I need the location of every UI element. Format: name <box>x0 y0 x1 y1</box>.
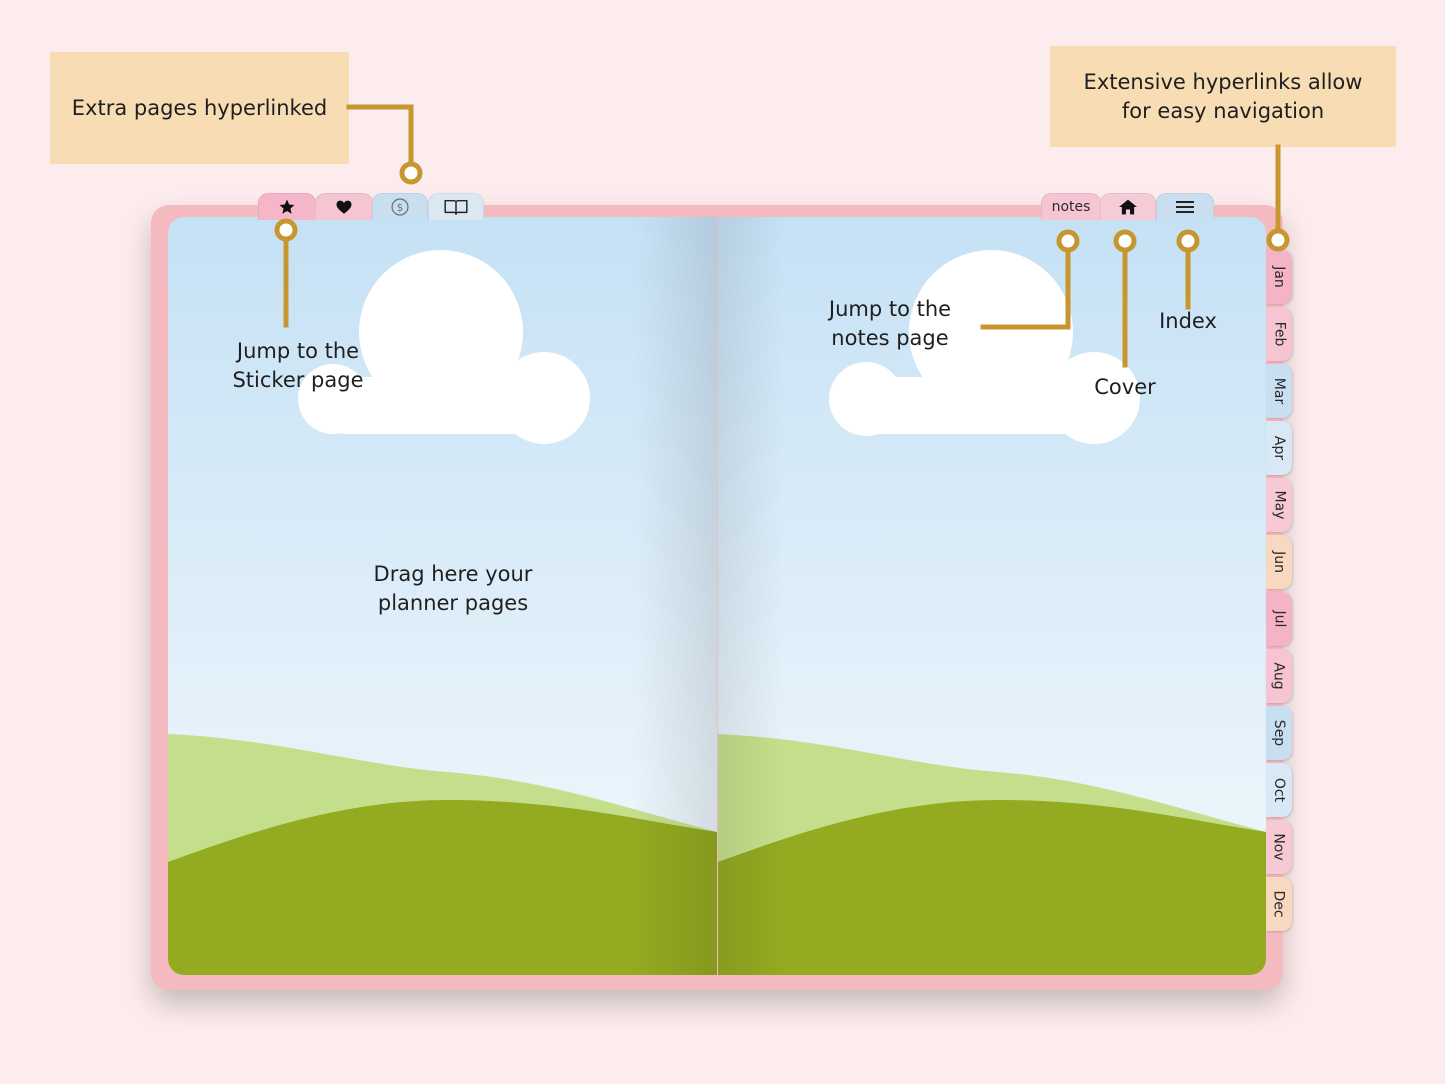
tab-notes-label: notes <box>1051 199 1091 215</box>
label-drag: Drag here your planner pages <box>343 560 563 618</box>
month-tab-feb[interactable]: Feb <box>1266 307 1292 361</box>
callout-extra-pages: Extra pages hyperlinked <box>50 52 349 164</box>
tab-journal[interactable] <box>428 193 484 220</box>
tab-favorites[interactable] <box>315 193 373 220</box>
tab-notes[interactable]: notes <box>1041 193 1101 220</box>
home-icon <box>1119 199 1137 215</box>
callout-navigation-line2: for easy navigation <box>1121 98 1325 123</box>
left-page[interactable] <box>168 217 717 975</box>
tab-home[interactable] <box>1100 193 1156 220</box>
label-cover-text: Cover <box>1094 375 1156 399</box>
month-tab-label: Jul <box>1271 610 1287 628</box>
label-sticker-line1: Jump to the <box>236 339 360 363</box>
month-tab-mar[interactable]: Mar <box>1266 364 1292 418</box>
month-tab-label: May <box>1271 490 1288 520</box>
label-index: Index <box>1138 307 1238 336</box>
right-page[interactable] <box>718 217 1266 975</box>
label-drag-line1: Drag here your <box>373 562 533 586</box>
book-icon <box>444 199 468 215</box>
month-tab-jan[interactable]: Jan <box>1266 250 1292 304</box>
label-notes-line2: notes page <box>831 326 949 350</box>
month-tab-dec[interactable]: Dec <box>1266 877 1292 931</box>
callout-navigation-line1: Extensive hyperlinks allow <box>1083 69 1363 94</box>
month-tab-sep[interactable]: Sep <box>1266 706 1292 760</box>
month-tab-label: Nov <box>1271 833 1288 861</box>
month-tab-jul[interactable]: Jul <box>1266 592 1292 646</box>
month-tab-label: Dec <box>1271 890 1287 918</box>
month-tab-nov[interactable]: Nov <box>1266 820 1292 874</box>
month-tab-label: Oct <box>1271 777 1287 803</box>
month-tab-label: Apr <box>1270 435 1287 461</box>
coin-icon: $ <box>391 198 409 216</box>
month-tab-apr[interactable]: Apr <box>1266 421 1292 475</box>
month-tab-label: Jun <box>1271 551 1287 573</box>
callout-navigation: Extensive hyperlinks allow for easy navi… <box>1050 46 1396 147</box>
label-notes-line1: Jump to the <box>828 297 952 321</box>
month-tab-oct[interactable]: Oct <box>1266 763 1292 817</box>
month-tab-label: Aug <box>1271 662 1287 690</box>
label-cover: Cover <box>1075 373 1175 402</box>
label-index-text: Index <box>1159 309 1217 333</box>
month-tab-label: Feb <box>1270 321 1287 347</box>
month-tab-label: Sep <box>1271 719 1288 747</box>
tab-index[interactable] <box>1156 193 1214 220</box>
label-notes: Jump to the notes page <box>800 295 980 353</box>
month-tab-label: Jan <box>1271 266 1287 288</box>
left-page-art <box>168 217 717 975</box>
month-tab-may[interactable]: May <box>1266 478 1292 532</box>
heart-icon <box>336 200 352 214</box>
month-tab-jun[interactable]: Jun <box>1266 535 1292 589</box>
label-sticker: Jump to the Sticker page <box>208 337 388 395</box>
label-sticker-line2: Sticker page <box>232 368 364 392</box>
tab-finance[interactable]: $ <box>372 193 428 220</box>
menu-icon <box>1176 201 1194 213</box>
month-tab-label: Mar <box>1271 377 1288 405</box>
month-tab-aug[interactable]: Aug <box>1266 649 1292 703</box>
svg-text:$: $ <box>397 201 404 214</box>
label-drag-line2: planner pages <box>377 591 529 615</box>
callout-extra-pages-text: Extra pages hyperlinked <box>71 95 328 120</box>
tab-stickers[interactable] <box>258 193 316 220</box>
right-page-art <box>718 217 1266 975</box>
connector-extra-pages <box>346 104 414 167</box>
star-icon <box>279 199 295 214</box>
anchor-dot-extra-pages <box>399 161 423 185</box>
